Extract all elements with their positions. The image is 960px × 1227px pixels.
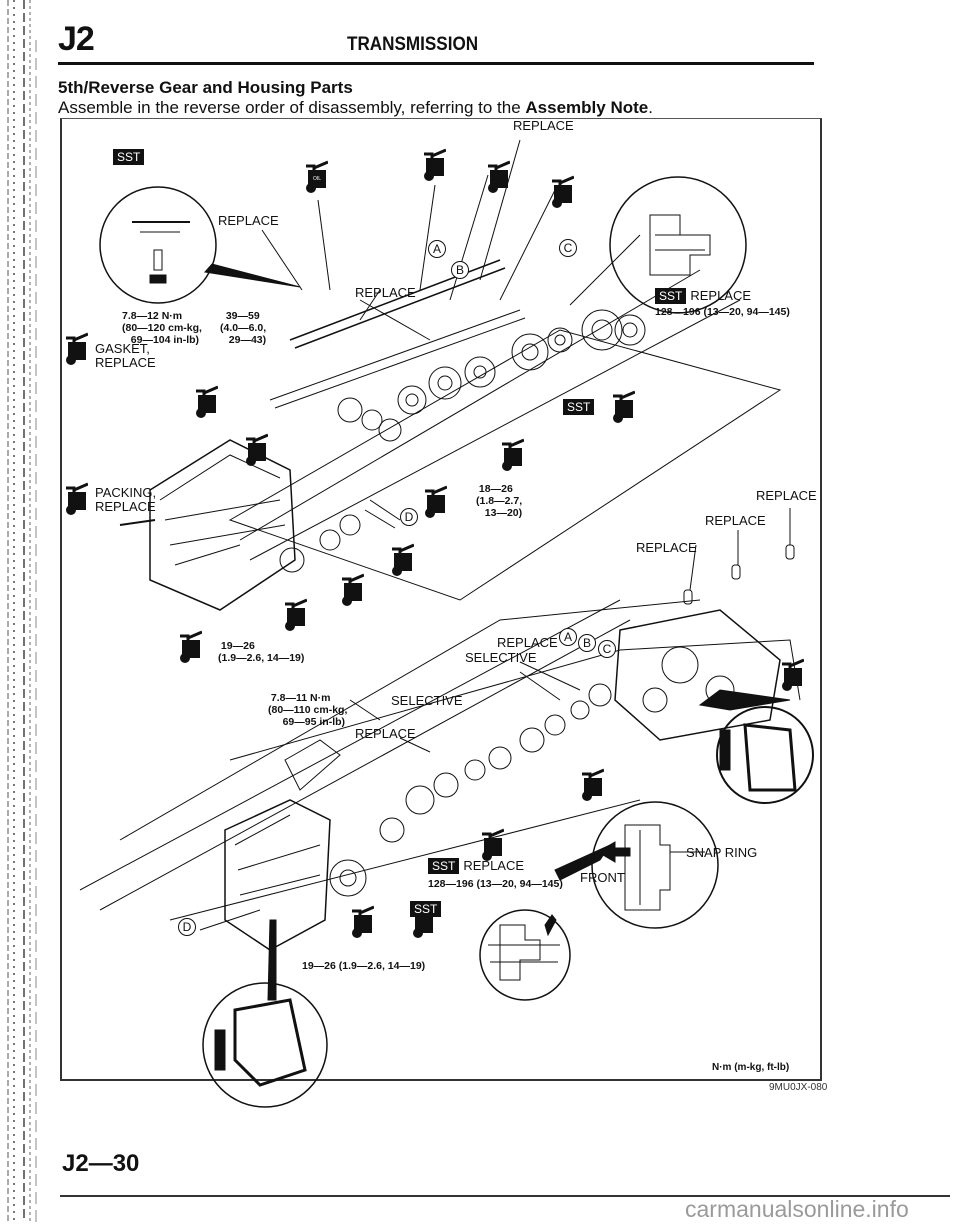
oil-can-icon (613, 390, 635, 423)
callout-d: D (178, 918, 196, 936)
oil-can-icon (424, 148, 446, 181)
oil-can-icon (196, 385, 218, 418)
oil-can-icon (782, 658, 804, 691)
callout-a: A (428, 240, 446, 258)
svg-text:OIL: OIL (313, 176, 321, 182)
oil-can-icon (352, 905, 374, 938)
callout-c: C (559, 239, 577, 257)
label-replace: REPLACE (705, 513, 766, 528)
torque-spec-cover-bolt: 7.8—11 N·m(80—110 cm-kg, 69—95 in-lb) (268, 692, 348, 728)
callout-c: C (598, 640, 616, 658)
label-replace: REPLACE (218, 213, 279, 228)
figure-id: 9MU0JX-080 (769, 1082, 828, 1093)
torque-spec-plug: 39—59(4.0—6.0, 29—43) (220, 310, 267, 346)
label-packing-replace: PACKING,REPLACE (95, 485, 157, 514)
page-number: J2—30 (62, 1150, 140, 1177)
label-replace: REPLACE (513, 118, 574, 133)
label-replace: REPLACE (497, 635, 558, 650)
footer-rule (60, 1195, 950, 1197)
oil-can-icon (488, 160, 510, 193)
transmission-case (149, 439, 296, 611)
torque-spec-bolt-bottom: 19—26 (1.9—2.6, 14—19) (302, 960, 426, 972)
oil-can-icon (425, 485, 447, 518)
detail-circle-snap-ring (591, 801, 719, 929)
extension-housing (224, 799, 331, 951)
section-description: Assemble in the reverse order of disasse… (58, 98, 653, 117)
torque-spec-bolt-middle: 18—26(1.8—2.7, 13—20) (476, 483, 523, 519)
torque-spec-locknut-bottom: 128—196 (13—20, 94—145) (428, 878, 563, 890)
oil-can-icon (392, 543, 414, 576)
torque-spec-locknut-top: 128—196 (13—20, 94—145) (655, 306, 790, 318)
detail-circle-shift (99, 186, 217, 304)
oil-can-icon (342, 573, 364, 606)
label-gasket-replace: GASKET,REPLACE (95, 341, 156, 370)
page-title: TRANSMISSION (347, 34, 479, 55)
label-snap-ring: SNAP RING (686, 845, 758, 860)
sst-badge: SST (113, 148, 148, 166)
oil-can-icon (582, 768, 604, 801)
callout-a: A (559, 628, 577, 646)
label-selective: SELECTIVE (465, 650, 537, 665)
binding-edge (0, 0, 60, 1222)
oil-can-icon (482, 828, 504, 861)
detail-circle-cover (202, 982, 328, 1108)
oil-can-icon (180, 630, 202, 663)
sst-badge: SST (563, 398, 598, 416)
rear-plate (614, 609, 781, 741)
oil-can-icon (246, 433, 268, 466)
oil-can-icon (285, 598, 307, 631)
torque-spec-shift-bolt: 7.8—12 N·m(80—120 cm-kg, 69—104 in-lb) (122, 310, 202, 346)
oil-can-icon: OIL (306, 160, 328, 193)
label-replace: REPLACE (355, 285, 416, 300)
oil-can-icon (502, 438, 524, 471)
callout-d: D (400, 508, 418, 526)
callout-b: B (578, 634, 596, 652)
detail-circle-bearing (609, 176, 747, 314)
watermark: carmanualsonline.info (685, 1196, 909, 1222)
oil-can-icon (552, 175, 574, 208)
units-note: N·m (m-kg, ft-lb) (712, 1062, 790, 1073)
sst-badge: SST (410, 900, 445, 918)
oil-can-icon (66, 482, 88, 515)
section-code: J2 (58, 20, 95, 58)
oil-can-icon (66, 332, 88, 365)
label-replace: REPLACE (756, 488, 817, 503)
detail-circle-bearing-lower (479, 909, 571, 1001)
diagram-frame (60, 118, 822, 1081)
section-title: 5th/Reverse Gear and Housing Parts (58, 78, 353, 97)
label-replace: REPLACE (355, 726, 416, 741)
label-replace: REPLACE (636, 540, 697, 555)
label-front: FRONT (580, 870, 625, 885)
header-rule (58, 62, 814, 65)
detail-circle-sealant (716, 706, 814, 804)
callout-b: B (451, 261, 469, 279)
torque-spec-bolt-left: 19—26(1.9—2.6, 14—19) (218, 640, 305, 664)
assembly-note-link[interactable]: Assembly Note (525, 98, 649, 117)
label-selective: SELECTIVE (391, 693, 463, 708)
